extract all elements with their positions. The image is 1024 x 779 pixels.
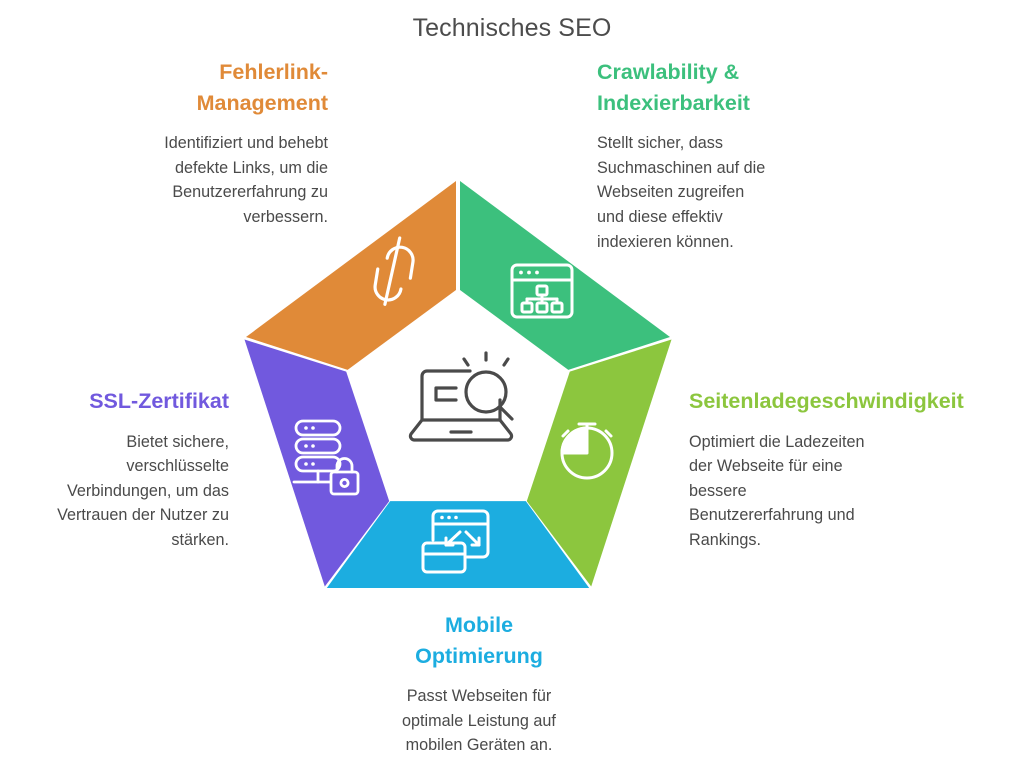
segment-mobile-shape[interactable]: [326, 501, 590, 588]
callout-crawlability: Crawlability &Indexierbarkeit Stellt sic…: [597, 57, 842, 254]
callout-broken-links: Fehlerlink-Management Identifiziert und …: [96, 57, 328, 230]
segment-broken-links-shape[interactable]: [246, 181, 456, 370]
callout-pagespeed: Seitenladegeschwindigkeit Optimiert die …: [689, 386, 1009, 553]
laptop-search-icon: [408, 351, 514, 442]
callout-pagespeed-description: Optimiert die Ladezeiten der Webseite fü…: [689, 432, 865, 550]
responsive-devices-icon: [421, 509, 490, 574]
callout-ssl-title: SSL-Zertifikat: [89, 389, 229, 413]
callout-mobile-description: Passt Webseiten für optimale Leistung au…: [402, 687, 556, 755]
broken-link-icon: [373, 236, 415, 306]
segment-pagespeed-shape[interactable]: [526, 339, 672, 587]
segment-pagespeed[interactable]: [526, 339, 672, 587]
callout-crawlability-title: Crawlability &Indexierbarkeit: [597, 60, 750, 115]
page-title: Technisches SEO: [412, 14, 612, 42]
segment-ssl[interactable]: [244, 339, 390, 587]
server-lock-icon: [278, 419, 360, 496]
stopwatch-icon: [560, 422, 614, 480]
segment-crawlability[interactable]: [460, 181, 670, 370]
callout-broken-links-title: Fehlerlink-Management: [196, 60, 328, 115]
segment-ssl-shape[interactable]: [244, 339, 390, 587]
segment-mobile[interactable]: [326, 501, 590, 588]
callout-ssl-description: Bietet sichere, verschlüsselte Verbindun…: [57, 432, 229, 550]
callout-ssl: SSL-Zertifikat Bietet sichere, verschlüs…: [6, 386, 229, 553]
sitemap-browser-icon: [510, 263, 574, 319]
callout-pagespeed-title: Seitenladegeschwindigkeit: [689, 389, 964, 413]
callout-crawlability-description: Stellt sicher, dass Suchmaschinen auf di…: [597, 134, 766, 251]
callout-broken-links-description: Identifiziert und behebt defekte Links, …: [164, 134, 328, 226]
segment-broken-links[interactable]: [246, 181, 456, 370]
segment-crawlability-shape[interactable]: [460, 181, 670, 370]
